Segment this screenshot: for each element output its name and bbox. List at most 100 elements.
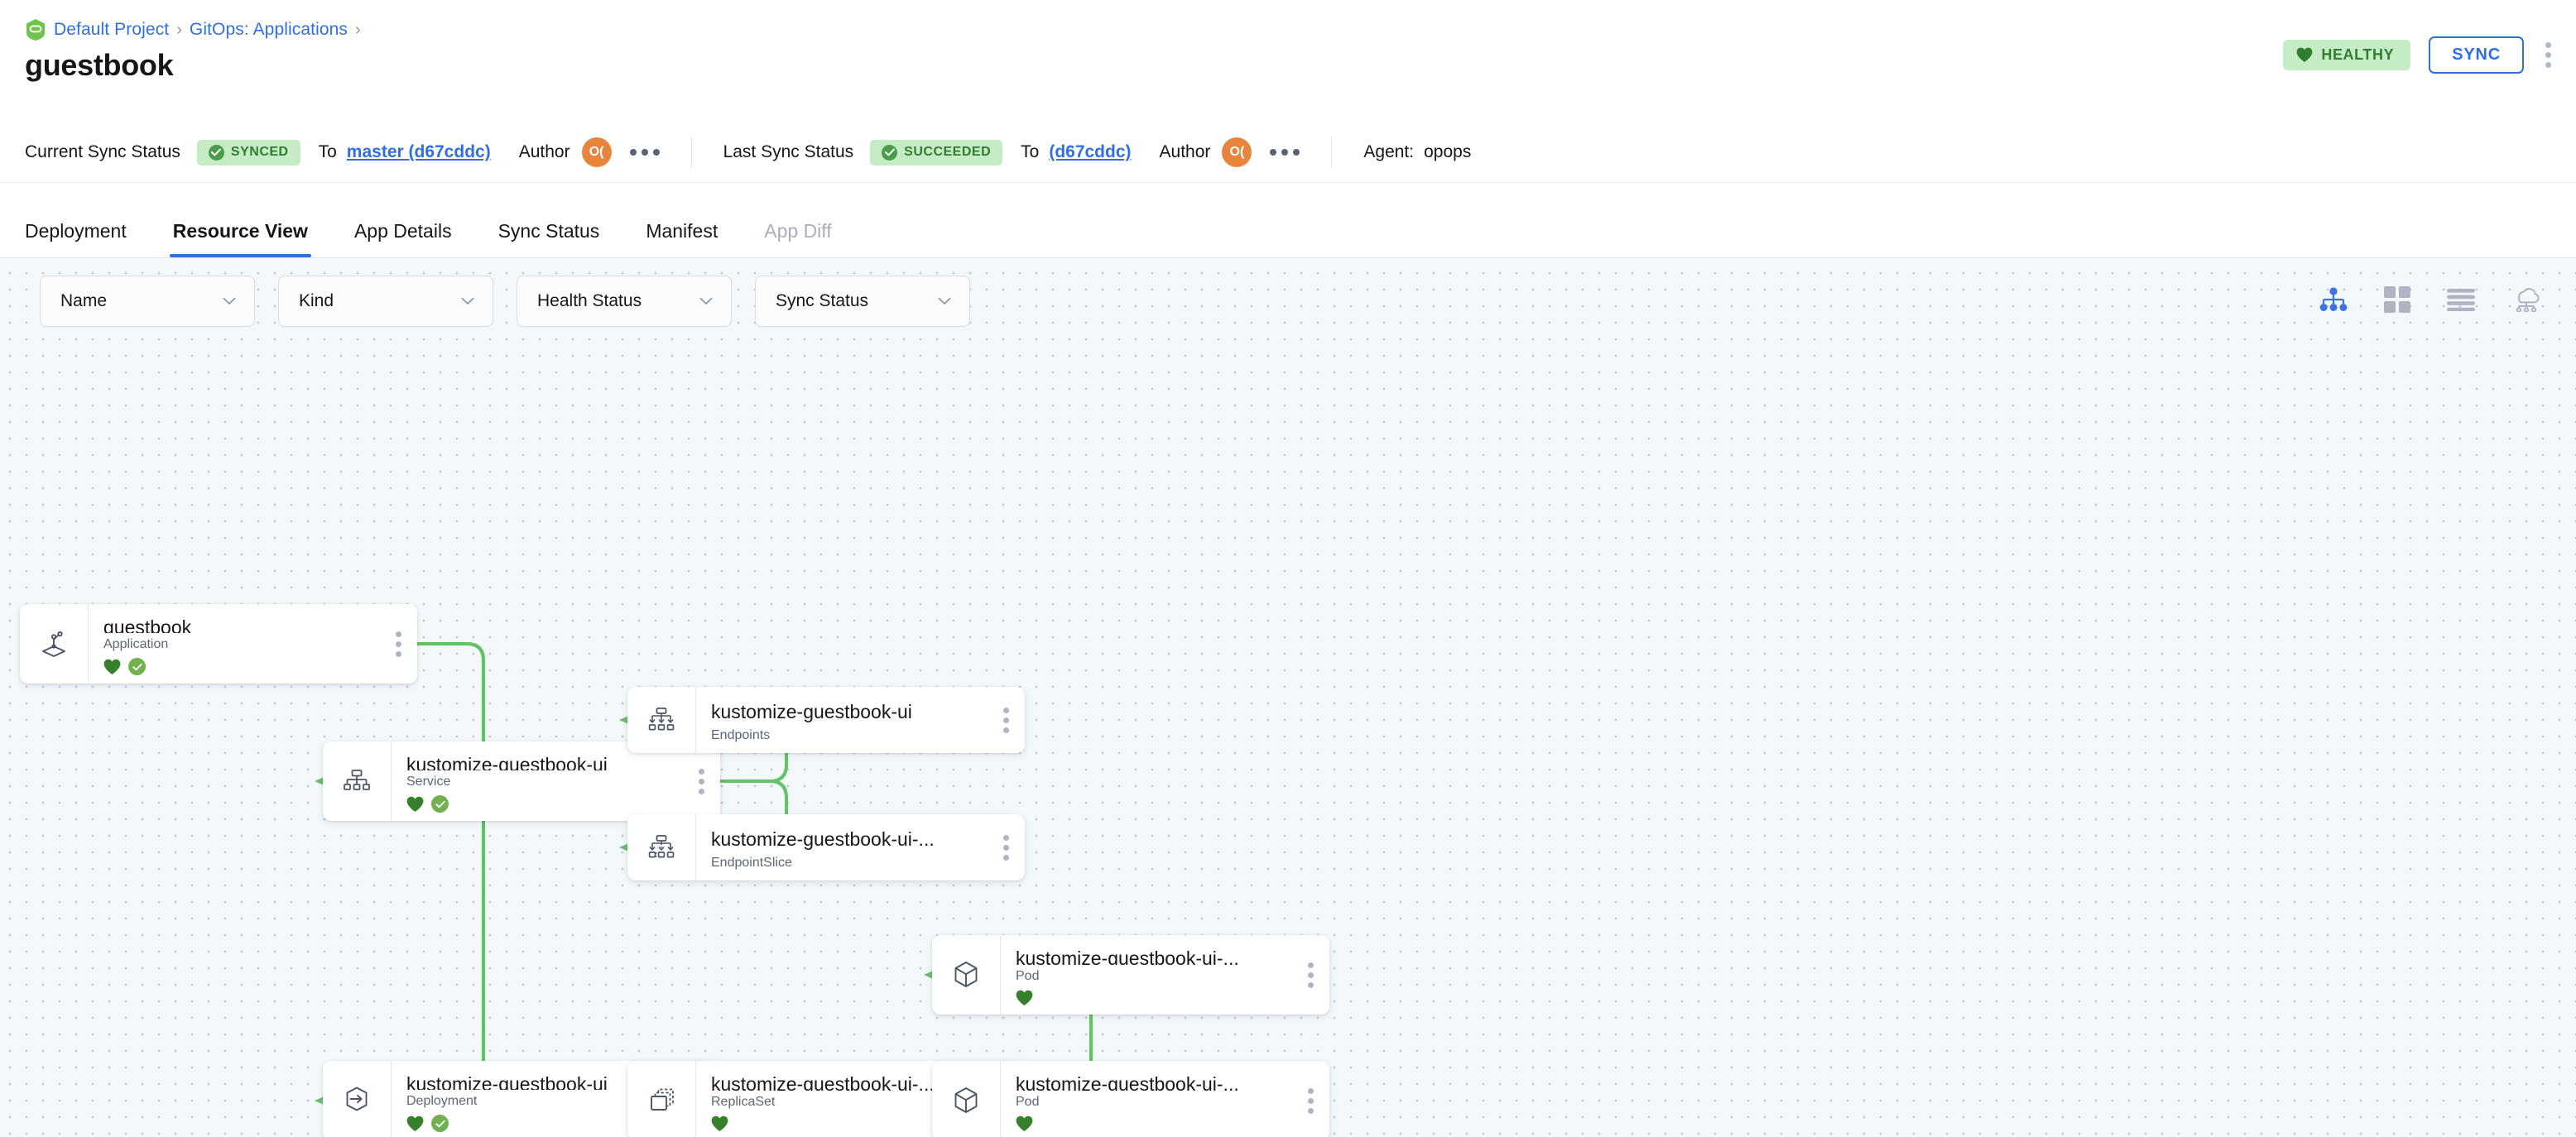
tab-sync-status[interactable]: Sync Status [497,220,600,242]
current-sync-overflow-icon[interactable] [629,149,660,156]
page-title: guestbook [25,48,174,82]
tab-resource-view[interactable]: Resource View [169,220,312,257]
avatar-2[interactable]: O( [1222,137,1252,167]
current-sync-to-label: To [318,142,337,161]
sync-check-icon [431,795,449,813]
node-body: guestbook Application [88,604,379,684]
view-toggle-group [2319,258,2541,344]
node-status [406,795,682,813]
filter-health-status-label: Health Status [537,291,642,310]
endpointslice-icon [627,814,695,880]
heart-icon [406,1115,424,1132]
current-sync-status-badge: SYNCED [196,139,300,166]
filter-health-status-dropdown[interactable]: Health Status [517,276,732,327]
node-body: kustomize-guestbook-ui Deployment [391,1061,682,1137]
tree-view-icon[interactable] [2319,286,2348,316]
current-author-label: Author [518,142,570,161]
node-status [1016,1115,1291,1132]
tab-deployment[interactable]: Deployment [25,220,127,242]
node-kind: Pod [1016,1095,1040,1109]
heart-icon [406,796,424,813]
node-kind: Service [406,775,451,789]
status-badge-health-label: HEALTHY [2321,46,2395,63]
chevron-down-icon-4 [938,297,951,305]
replicaset-icon [627,1061,695,1137]
divider [690,137,692,168]
breadcrumb-separator-2: › [355,20,361,39]
last-sync-status-value: SUCCEEDED [904,145,992,159]
current-sync-status-value: SYNCED [230,145,289,159]
last-sync-status-label: Last Sync Status [723,142,854,161]
last-sync-overflow-icon[interactable] [1270,149,1300,156]
app-header: Default Project › GitOps: Applications ›… [0,0,2576,122]
resource-node-endpoints[interactable]: kustomize-guestbook-ui Endpoints [627,687,1025,753]
resource-node-application[interactable]: guestbook Application [20,604,417,684]
heart-icon [711,1115,728,1132]
node-overflow-menu-icon[interactable] [1291,1061,1329,1137]
list-view-icon[interactable] [2447,288,2475,315]
filter-kind-dropdown[interactable]: Kind [278,276,493,327]
network-view-icon[interactable] [2511,287,2541,316]
breadcrumb: Default Project › GitOps: Applications › [25,18,361,41]
heart-icon [1016,990,1033,1006]
tab-manifest[interactable]: Manifest [646,220,718,242]
tab-app-diff: App Diff [764,220,832,242]
status-badge-health: HEALTHY [2283,40,2411,70]
last-author-label: Author [1159,142,1211,161]
resource-node-endpointslice[interactable]: kustomize-guestbook-ui-... EndpointSlice [627,814,1025,880]
node-body: kustomize-guestbook-ui-... Pod [1000,935,1291,1015]
node-overflow-menu-icon[interactable] [379,604,417,684]
breadcrumb-link-project[interactable]: Default Project [54,20,170,39]
heart-icon [2296,47,2313,63]
current-sync-status-label: Current Sync Status [25,142,180,161]
breadcrumb-link-applications[interactable]: GitOps: Applications [189,20,348,39]
filter-bar: Name Kind Health Status Sync Status [0,258,2576,344]
deployment-icon [323,1061,391,1137]
chevron-down-icon-3 [699,297,713,305]
node-status [103,658,379,675]
filter-name-dropdown[interactable]: Name [40,276,255,327]
filter-sync-status-dropdown[interactable]: Sync Status [755,276,970,327]
node-body: kustomize-guestbook-ui-... Pod [1000,1061,1291,1137]
last-sync-to-label: To [1021,142,1040,161]
resource-node-pod-1[interactable]: kustomize-guestbook-ui-... Pod [932,935,1329,1015]
node-overflow-menu-icon[interactable] [1291,935,1329,1015]
chevron-down-icon-2 [461,297,474,305]
node-overflow-menu-icon[interactable] [987,687,1025,753]
last-sync-status-badge: SUCCEEDED [870,139,1003,166]
sync-check-icon [128,658,146,675]
heart-icon [1016,1115,1033,1132]
chevron-down-icon [223,297,236,305]
node-status [711,1115,987,1132]
node-overflow-menu-icon[interactable] [682,741,720,821]
agent-label: Agent: [1363,142,1415,161]
tab-app-details[interactable]: App Details [353,220,452,242]
node-kind: ReplicaSet [711,1095,776,1109]
tab-bar: Deployment Resource View App Details Syn… [0,182,2576,258]
node-kind: Deployment [406,1094,478,1108]
node-body: kustomize-guestbook-ui Service [391,741,682,821]
node-kind: EndpointSlice [711,855,792,870]
node-overflow-menu-icon[interactable] [987,814,1025,880]
current-sync-revision-link[interactable]: master (d67cddc) [346,142,491,161]
node-title: guestbook [103,616,192,633]
node-kind: Pod [1016,969,1040,983]
filter-sync-status-label: Sync Status [776,291,869,310]
sync-check-icon [431,1115,449,1132]
check-circle-icon [208,144,224,161]
devtron-logo-icon [25,18,46,41]
check-circle-icon-2 [882,144,898,161]
header-overflow-menu-icon[interactable] [2542,39,2554,71]
resource-node-pod-2[interactable]: kustomize-guestbook-ui-... Pod [932,1061,1329,1137]
last-sync-revision-link[interactable]: (d67cddc) [1049,142,1132,161]
resource-tree-canvas[interactable]: Name Kind Health Status Sync Status [0,258,2576,1137]
avatar[interactable]: O( [581,137,612,167]
pod-icon [932,935,1000,1015]
sync-button[interactable]: SYNC [2429,36,2524,74]
node-body: kustomize-guestbook-ui Endpoints [695,687,987,753]
resource-node-service[interactable]: kustomize-guestbook-ui Service [323,741,720,821]
node-body: kustomize-guestbook-ui-... EndpointSlice [695,814,987,880]
agent-value: opops [1424,142,1472,161]
filter-name-label: Name [60,291,108,310]
grid-view-icon[interactable] [2384,285,2410,317]
